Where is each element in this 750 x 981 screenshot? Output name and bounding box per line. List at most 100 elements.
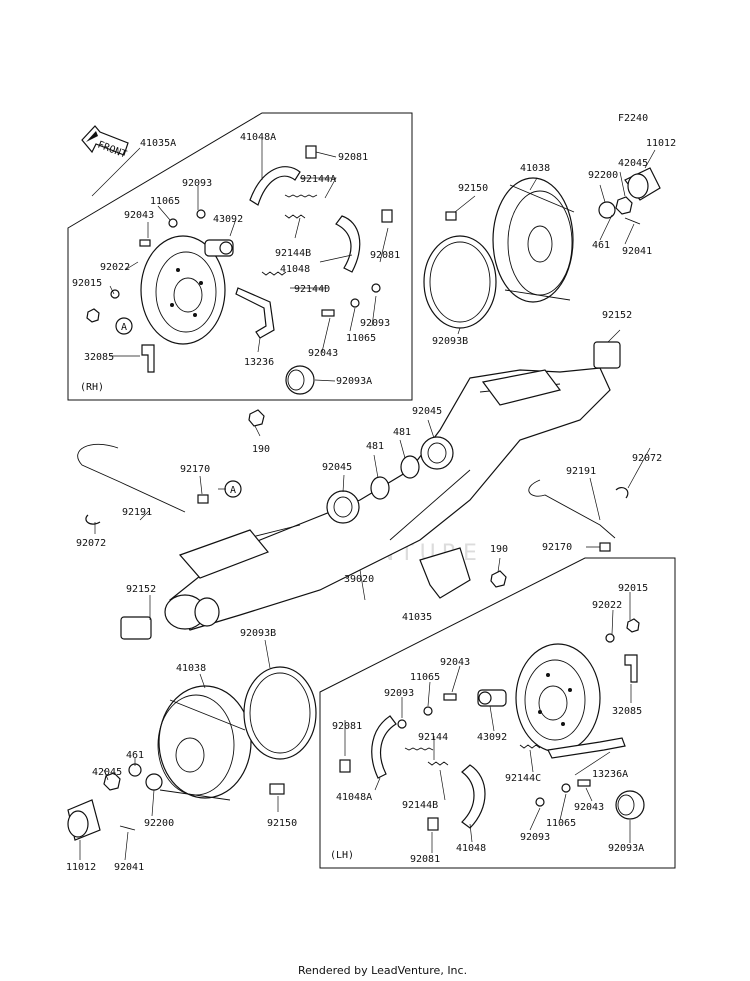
label-92144B-lh: 92144B bbox=[402, 800, 438, 811]
cotter-pin-lower bbox=[119, 825, 136, 831]
label-92150-b: 92150 bbox=[267, 818, 297, 829]
label-92043-a: 92043 bbox=[124, 210, 154, 221]
label-41048A-lh: 41048A bbox=[336, 792, 372, 803]
label-190-a: 190 bbox=[252, 444, 270, 455]
lh-clip-lower bbox=[427, 817, 439, 831]
label-92170-b: 92170 bbox=[542, 542, 572, 553]
lh-pin bbox=[443, 693, 457, 701]
rh-washer-e bbox=[350, 298, 360, 308]
lh-brake-shoe-lower bbox=[461, 764, 486, 829]
label-92043-d: 92043 bbox=[574, 802, 604, 813]
lh-pin-b bbox=[577, 779, 591, 787]
clip-92072-left bbox=[85, 514, 101, 525]
label-92093-c: 92093 bbox=[384, 688, 414, 699]
lh-spring-lower bbox=[519, 744, 541, 749]
nut-42045-lower bbox=[103, 772, 121, 791]
rh-spring-lower bbox=[261, 271, 287, 276]
label-callout-a-rh: A bbox=[121, 322, 127, 333]
label-11065-c: 11065 bbox=[410, 672, 440, 683]
lh-brake-lever bbox=[547, 737, 626, 759]
rh-pin-b bbox=[321, 309, 335, 317]
drum-seal-ring-upper bbox=[423, 235, 497, 329]
label-32085-a: 32085 bbox=[84, 352, 114, 363]
label-92022-a: 92022 bbox=[100, 262, 130, 273]
label-92081-a: 92081 bbox=[338, 152, 368, 163]
hub-cap-upper bbox=[624, 167, 661, 201]
label-481-a: 481 bbox=[393, 427, 411, 438]
label-43092-b: 43092 bbox=[477, 732, 507, 743]
rh-brake-shoe-lower bbox=[335, 215, 361, 273]
label-92081-d: 92081 bbox=[410, 854, 440, 865]
label-92081-c: 92081 bbox=[332, 721, 362, 732]
clamp-92170-left bbox=[197, 494, 209, 504]
axle-housing bbox=[164, 367, 611, 631]
label-41035A: 41035A bbox=[140, 138, 176, 149]
label-92022-b: 92022 bbox=[592, 600, 622, 611]
diagram-id: F2240 bbox=[618, 113, 648, 124]
label-92144C: 92144C bbox=[505, 773, 541, 784]
breather-hose-left bbox=[77, 443, 186, 513]
rh-leaders bbox=[91, 140, 389, 382]
label-92200-b: 92200 bbox=[144, 818, 174, 829]
rh-side-tag: (RH) bbox=[80, 382, 104, 393]
label-11065-d: 11065 bbox=[546, 818, 576, 829]
rh-washer-b bbox=[196, 209, 206, 219]
washer-92200-upper bbox=[598, 201, 616, 219]
label-39020: 39020 bbox=[344, 574, 374, 585]
lh-washer-a bbox=[423, 706, 433, 716]
label-92191-a: 92191 bbox=[122, 507, 152, 518]
rh-brake-lever bbox=[235, 287, 275, 339]
label-461-b: 461 bbox=[126, 750, 144, 761]
label-13236A: 13236A bbox=[592, 769, 628, 780]
label-92093A-lh: 92093A bbox=[608, 843, 644, 854]
rh-washer-d bbox=[371, 283, 381, 293]
label-92043-c: 92043 bbox=[440, 657, 470, 668]
rh-brake-shoe-upper bbox=[249, 166, 301, 206]
label-92093A: 92093A bbox=[336, 376, 372, 387]
rh-clip-upper bbox=[305, 145, 317, 159]
label-42045-a: 42045 bbox=[618, 158, 648, 169]
rh-pin bbox=[139, 239, 151, 247]
lh-washer-b bbox=[397, 719, 407, 729]
lh-boot bbox=[615, 790, 645, 820]
rh-spring-middle bbox=[284, 214, 306, 219]
rh-group-box bbox=[67, 112, 413, 401]
drum-upper-right bbox=[492, 177, 575, 303]
rh-backing-plate bbox=[140, 235, 226, 345]
label-92191-b: 92191 bbox=[566, 466, 596, 477]
label-11065-a: 11065 bbox=[150, 196, 180, 207]
label-32085-b: 32085 bbox=[612, 706, 642, 717]
bearing-92045-lower bbox=[326, 490, 360, 524]
rh-bracket bbox=[141, 344, 155, 373]
clip-92072-right bbox=[615, 486, 629, 499]
label-11012-a: 11012 bbox=[646, 138, 676, 149]
label-92045-b: 92045 bbox=[322, 462, 352, 473]
lh-washer-d bbox=[535, 797, 545, 807]
rh-clip-lower bbox=[381, 209, 393, 223]
drum-bolt-lower bbox=[269, 783, 285, 795]
drum-upper-leaders bbox=[454, 149, 656, 335]
bearing-92045-upper bbox=[420, 436, 454, 470]
lh-nut bbox=[626, 618, 640, 633]
label-190-b: 190 bbox=[490, 544, 508, 555]
rh-callout-a bbox=[115, 317, 133, 335]
lh-spring-middle bbox=[427, 761, 449, 766]
label-11012-b: 11012 bbox=[66, 862, 96, 873]
label-41038-a: 41038 bbox=[520, 163, 550, 174]
label-42045-b: 42045 bbox=[92, 767, 122, 778]
rh-spring-upper bbox=[284, 194, 318, 198]
label-41048: 41048 bbox=[280, 264, 310, 275]
label-461-a: 461 bbox=[592, 240, 610, 251]
washer-92200-lower bbox=[145, 773, 163, 791]
axle-leaders bbox=[94, 329, 651, 620]
drum-seal-ring-lower bbox=[243, 666, 317, 760]
lh-washer-c bbox=[605, 633, 615, 643]
label-92081-b: 92081 bbox=[370, 250, 400, 261]
lh-side-tag: (LH) bbox=[330, 850, 354, 861]
nut-42045-upper bbox=[615, 196, 633, 215]
label-92041-b: 92041 bbox=[114, 862, 144, 873]
label-92072-a: 92072 bbox=[76, 538, 106, 549]
label-92200-a: 92200 bbox=[588, 170, 618, 181]
label-92144A: 92144A bbox=[300, 174, 336, 185]
